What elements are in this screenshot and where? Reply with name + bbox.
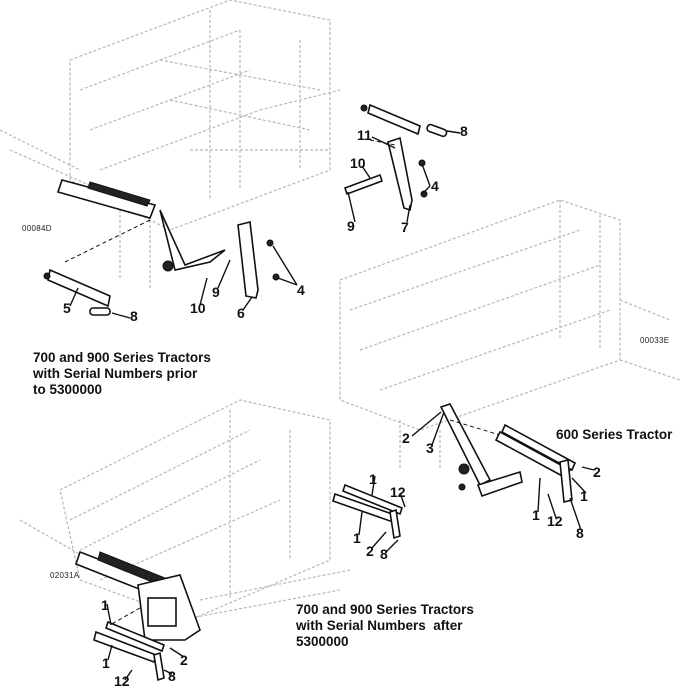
callout-3: 3 bbox=[426, 440, 434, 456]
caption-line: with Serial Numbers after bbox=[296, 618, 463, 633]
links-1-600 bbox=[494, 423, 577, 504]
callout-9: 9 bbox=[347, 218, 355, 234]
callout-12: 12 bbox=[390, 484, 406, 500]
callout-8: 8 bbox=[380, 546, 388, 562]
caption-line: 700 and 900 Series Tractors bbox=[296, 602, 474, 617]
callout-4: 4 bbox=[297, 282, 305, 298]
spring-cylinder-bottom bbox=[75, 550, 201, 641]
callout-1: 1 bbox=[101, 597, 109, 613]
arm-600 bbox=[439, 403, 523, 498]
callout-9: 9 bbox=[212, 284, 220, 300]
bracket-7 bbox=[387, 136, 413, 212]
tractor-frame-middle bbox=[339, 199, 680, 470]
reference-code-bottom: 02031A bbox=[50, 571, 80, 580]
caption-line: with Serial Numbers prior bbox=[33, 366, 198, 381]
spring-cylinder-top bbox=[56, 179, 226, 272]
links-1-bottom-left bbox=[93, 620, 165, 682]
link-11 bbox=[367, 103, 421, 136]
callout-2: 2 bbox=[593, 464, 601, 480]
callout-8: 8 bbox=[168, 668, 176, 684]
callout-2: 2 bbox=[180, 652, 188, 668]
callout-1: 1 bbox=[102, 655, 110, 671]
chain-8-top-left bbox=[89, 307, 111, 316]
reference-code-middle: 00033E bbox=[640, 336, 670, 345]
callout-1: 1 bbox=[532, 507, 540, 523]
callout-11: 11 bbox=[357, 127, 372, 143]
caption-line: 700 and 900 Series Tractors bbox=[33, 350, 211, 365]
tractor-frame-top bbox=[0, 0, 341, 290]
callout-8: 8 bbox=[460, 123, 468, 139]
chain-8-top-right bbox=[426, 123, 448, 138]
reference-code-top: 00084D bbox=[22, 224, 52, 233]
callout-10: 10 bbox=[190, 300, 206, 316]
caption-middle: 600 Series Tractor bbox=[556, 427, 673, 442]
callout-8: 8 bbox=[576, 525, 584, 541]
bracket-6 bbox=[237, 221, 259, 299]
callout-2: 2 bbox=[402, 430, 410, 446]
callout-12: 12 bbox=[547, 513, 563, 529]
callout-10: 10 bbox=[350, 155, 366, 171]
links-1-bottom-right bbox=[332, 483, 403, 540]
callout-8: 8 bbox=[130, 308, 138, 324]
callout-2: 2 bbox=[366, 543, 374, 559]
callout-4: 4 bbox=[431, 178, 439, 194]
caption-bottom: 700 and 900 Series Tractors with Serial … bbox=[296, 602, 474, 650]
link-5 bbox=[43, 268, 111, 308]
callout-6: 6 bbox=[237, 305, 245, 321]
caption-line: 5300000 bbox=[296, 634, 349, 649]
callout-1: 1 bbox=[580, 488, 588, 504]
callout-12: 12 bbox=[114, 673, 130, 689]
callout-1: 1 bbox=[369, 471, 377, 487]
caption-top: 700 and 900 Series Tractors with Serial … bbox=[33, 350, 211, 398]
callout-1: 1 bbox=[353, 530, 361, 546]
tractor-frame-bottom bbox=[19, 399, 351, 621]
caption-line: to 5300000 bbox=[33, 382, 103, 397]
callout-7: 7 bbox=[401, 219, 409, 235]
callout-5: 5 bbox=[63, 300, 71, 316]
